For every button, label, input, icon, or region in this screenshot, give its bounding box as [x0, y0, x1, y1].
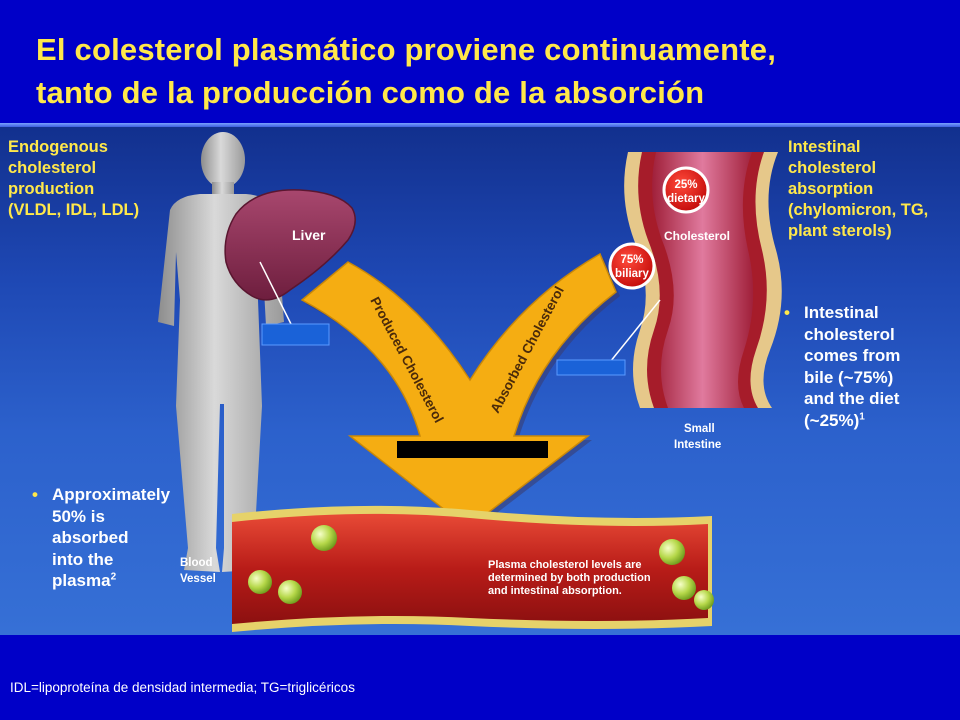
- endogenous-production-label: Endogenous cholesterol production (VLDL,…: [8, 137, 139, 221]
- plasma-note-line-1: Plasma cholesterol levels are: [488, 559, 641, 571]
- intestinal-line: absorption: [788, 180, 874, 198]
- intestinal-line: plant sterols): [788, 222, 892, 240]
- intestinal-bullet: • Intestinal cholesterol comes from bile…: [784, 302, 901, 432]
- title-line-2: tanto de la producción como de la absorc…: [36, 75, 705, 110]
- biliary-percent: 75%: [620, 254, 643, 266]
- liver-leader-line: [259, 261, 293, 327]
- liver-label: Liver: [292, 227, 326, 243]
- title-divider: [0, 123, 960, 127]
- lipoprotein-particle: [694, 590, 714, 610]
- biliary-badge: 75% biliary: [608, 242, 656, 290]
- intestinal-absorption-label: Intestinal cholesterol absorption (chylo…: [788, 137, 928, 242]
- bullet-line: bile (~75%): [804, 367, 894, 387]
- endogenous-line: production: [8, 180, 95, 198]
- liver-organ: Liver: [224, 189, 356, 301]
- cholesterol-label: Cholesterol: [664, 229, 730, 243]
- reference-number: 2: [110, 571, 117, 583]
- blood-vessel-label-2: Vessel: [180, 573, 216, 585]
- absorbed-bullet: • Approximately 50% is absorbed into the…: [32, 484, 171, 592]
- endogenous-line: Endogenous: [8, 138, 108, 156]
- intestinal-line: cholesterol: [788, 159, 877, 177]
- bullet-dot: •: [784, 303, 790, 322]
- dietary-percent: 25%: [674, 179, 697, 191]
- intestine-callout-box: [556, 359, 626, 376]
- bullet-line: cholesterol: [804, 324, 895, 344]
- bullet-line: comes from: [804, 346, 901, 365]
- bullet-line-with-ref: (~25%)1: [804, 410, 900, 432]
- bullet-line: Approximately: [52, 485, 171, 504]
- liver-callout-box: [261, 323, 330, 346]
- small-intestine: Cholesterol Small Intestine: [624, 152, 782, 451]
- bullet-line: (~25%): [804, 410, 860, 430]
- lipoprotein-particle: [278, 580, 302, 604]
- blood-vessel-label-1: Blood: [180, 557, 213, 569]
- lipoprotein-particle: [248, 570, 272, 594]
- bullet-line: 50% is: [52, 506, 105, 526]
- bullet-dot: •: [32, 485, 38, 504]
- dietary-word: dietary: [667, 193, 705, 205]
- reference-number: 1: [859, 410, 865, 422]
- small-intestine-label-1: Small: [684, 423, 715, 435]
- endogenous-line: (VLDL, IDL, LDL): [8, 201, 140, 219]
- plasma-note-line-2: determined by both production: [488, 572, 651, 584]
- title-band: [0, 0, 960, 126]
- small-intestine-label-2: Intestine: [674, 439, 721, 451]
- bullet-line: Intestinal: [804, 303, 879, 322]
- lipoprotein-particle: [672, 576, 696, 600]
- slide-title: El colesterol plasmático proviene contin…: [36, 28, 936, 114]
- footer-band: [0, 635, 960, 720]
- intestinal-line: (chylomicron, TG,: [788, 201, 929, 219]
- bullet-line-with-ref: plasma2: [52, 570, 170, 592]
- footnote: IDL=lipoproteína de densidad intermedia;…: [10, 680, 355, 695]
- endogenous-line: cholesterol: [8, 159, 97, 177]
- bullet-line: into the: [52, 549, 114, 569]
- bullet-line: plasma: [52, 571, 111, 590]
- lipoprotein-particle: [659, 539, 685, 565]
- title-line-1: El colesterol plasmático proviene contin…: [36, 32, 777, 67]
- bullet-line: and the diet: [804, 389, 900, 408]
- lipoprotein-particle: [311, 525, 337, 551]
- bullet-line: absorbed: [52, 528, 129, 547]
- plasma-note-line-3: and intestinal absorption.: [488, 585, 622, 597]
- biliary-word: biliary: [615, 268, 649, 280]
- converging-arrow: Produced Cholesterol Absorbed Cholestero…: [300, 252, 620, 532]
- blood-vessel: Blood Vessel Plasma cholesterol levels a…: [180, 505, 714, 632]
- redacted-box: [397, 441, 548, 458]
- dietary-badge: 25% dietary: [662, 166, 710, 214]
- intestine-leader-line: [609, 299, 661, 363]
- intestinal-line: Intestinal: [788, 138, 861, 156]
